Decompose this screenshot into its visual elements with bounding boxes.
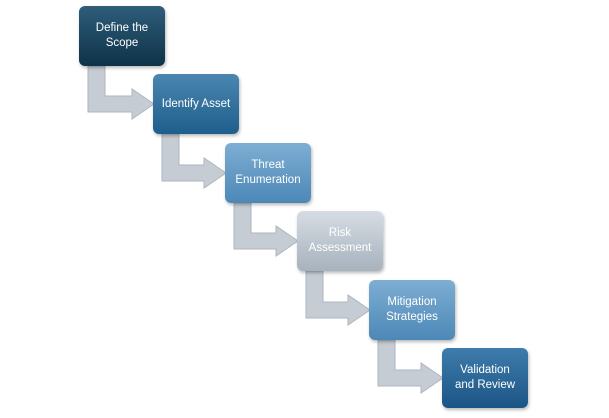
step-label-line: Assessment bbox=[308, 242, 372, 254]
step-label-line: Enumeration bbox=[235, 174, 301, 186]
step-label-line: Risk bbox=[328, 227, 352, 239]
step-mitigation-strategies: Mitigation Strategies bbox=[369, 280, 455, 340]
step-threat-enumeration: Threat Enumeration bbox=[225, 143, 311, 203]
step-define-scope: Define the Scope bbox=[79, 6, 165, 66]
bent-arrow-4 bbox=[305, 270, 371, 326]
bent-arrow-1 bbox=[87, 65, 155, 120]
step-label-line: Threat bbox=[251, 159, 285, 171]
step-risk-assessment: Risk Assessment bbox=[297, 211, 383, 271]
step-label-line: Scope bbox=[105, 37, 139, 49]
step-label-line: Mitigation bbox=[387, 296, 437, 308]
step-label-line: Strategies bbox=[386, 311, 438, 323]
bent-arrow-5 bbox=[377, 339, 444, 394]
bent-arrow-3 bbox=[233, 202, 299, 257]
step-validation-review: Validation and Review bbox=[442, 348, 528, 408]
step-identify-asset: Identify Asset bbox=[153, 74, 239, 134]
step-label-line: Identify Asset bbox=[161, 97, 231, 110]
bent-arrow-2 bbox=[161, 133, 227, 189]
step-label-line: and Review bbox=[454, 379, 516, 391]
step-label-line: Define the bbox=[95, 22, 149, 34]
step-label-line: Validation bbox=[460, 364, 510, 376]
